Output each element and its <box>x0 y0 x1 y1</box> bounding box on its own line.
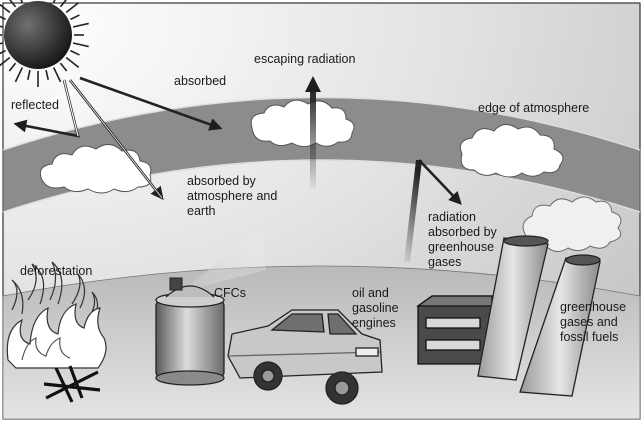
car-icon <box>227 309 383 405</box>
sun-ray <box>0 15 6 21</box>
sun-ray <box>26 69 31 81</box>
sun-ray <box>59 62 68 72</box>
spray-can-icon <box>155 277 225 386</box>
label-radiation-absorbed: radiation absorbed by greenhouse gases <box>428 210 497 269</box>
label-greenhouse-gases: greenhouse gases and fossil fuels <box>560 300 627 344</box>
label-reflected: reflected <box>11 98 59 112</box>
radiation-absorbed-arrow <box>404 160 422 262</box>
sun-ray <box>8 62 17 72</box>
label-edge-of-atmosphere: edge of atmosphere <box>478 101 590 115</box>
sun-ray <box>52 0 56 3</box>
spray-mist <box>180 228 266 292</box>
fire-icon <box>6 261 107 403</box>
sun-ray <box>14 67 24 83</box>
sun-icon <box>0 0 89 87</box>
smokestack-icon <box>519 254 601 397</box>
smokestack-icon <box>477 235 549 381</box>
cloud-icon <box>459 124 564 178</box>
sun-ray <box>20 0 24 3</box>
sun-ray <box>72 22 89 28</box>
label-absorbed-by-atmosphere: absorbed by atmosphere and earth <box>187 174 278 218</box>
sun-ray <box>72 42 89 48</box>
label-absorbed: absorbed <box>174 74 227 88</box>
cloud-icon <box>250 99 355 147</box>
sun-ray <box>0 25 4 28</box>
sun-ray <box>65 1 80 14</box>
sun-ray <box>70 14 80 21</box>
sun-ray <box>0 56 11 67</box>
label-cfcs: CFCs <box>214 286 246 300</box>
label-deforestation: deforestation <box>20 264 93 278</box>
label-escaping-radiation: escaping radiation <box>254 52 356 66</box>
escaping-radiation-arrow <box>310 88 316 188</box>
sun-ray <box>0 49 6 55</box>
engine-icon <box>415 295 493 365</box>
sun-ray <box>52 67 62 83</box>
smoke-cloud <box>522 196 622 252</box>
sun-ray <box>65 56 80 69</box>
absorbed-arrow <box>79 76 223 131</box>
sun-ray <box>70 49 80 56</box>
sun-ray <box>0 42 4 45</box>
sun-ray <box>45 69 50 81</box>
sun-ray <box>9 0 17 8</box>
cloud-icon <box>39 144 152 194</box>
label-oil-engines: oil and gasoline engines <box>352 286 399 330</box>
sun-ray <box>0 3 11 14</box>
sun-ray <box>59 0 67 8</box>
